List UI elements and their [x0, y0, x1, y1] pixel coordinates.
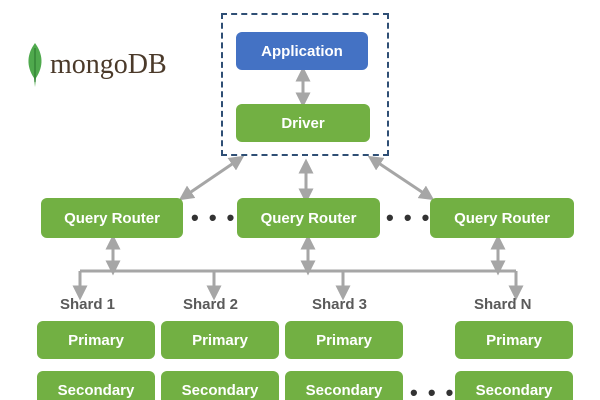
shard-1-primary: Primary — [37, 321, 155, 359]
router-ellipsis-1: • • • — [191, 205, 237, 230]
shard-3-secondary: Secondary — [285, 371, 403, 400]
router-ellipsis-2: • • • — [386, 205, 432, 230]
driver-router3-connector — [367, 155, 435, 201]
shard-2-secondary: Secondary — [161, 371, 279, 400]
logo-text: mongoDB — [50, 49, 167, 80]
query-router-1: Query Router — [41, 198, 183, 238]
shard-1-secondary: Secondary — [37, 371, 155, 400]
shard-2-primary: Primary — [161, 321, 279, 359]
shard-3-label: Shard 3 — [312, 296, 368, 313]
client-boundary — [221, 13, 389, 156]
shard-ellipsis: • • • — [410, 380, 456, 400]
driver-router1-connector — [178, 155, 245, 201]
application-box: Application — [236, 32, 368, 70]
leaf-icon — [28, 43, 42, 87]
query-router-2: Query Router — [237, 198, 380, 238]
shard-1-label: Shard 1 — [60, 296, 116, 313]
shard-n-secondary: Secondary — [455, 371, 573, 400]
shard-n-primary: Primary — [455, 321, 573, 359]
query-router-3: Query Router — [430, 198, 574, 238]
driver-box: Driver — [236, 104, 370, 142]
shard-3-primary: Primary — [285, 321, 403, 359]
mongodb-logo: mongoDB — [24, 42, 167, 88]
shard-n-label: Shard N — [474, 296, 532, 313]
shard-2-label: Shard 2 — [183, 296, 239, 313]
